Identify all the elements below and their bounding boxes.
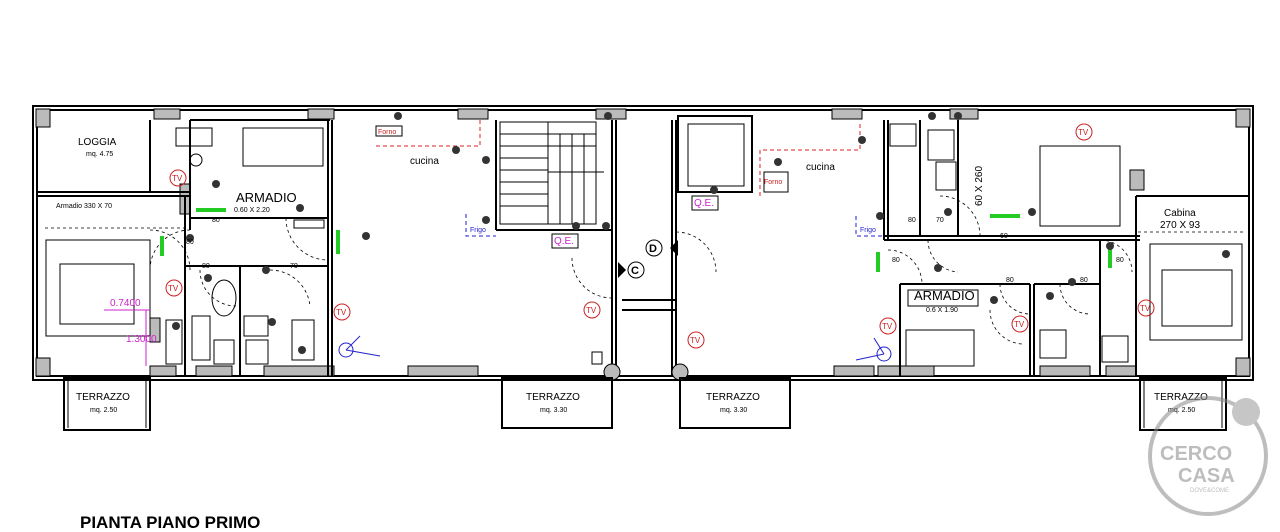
terrace-1-name: TERRAZZO [76,392,130,403]
tv-label-7: TV [1014,320,1025,329]
watermark-logo: CERCO CASA DOVE&COME [1148,396,1268,516]
qe-right: Q.E. [694,198,714,209]
outer-walls [32,105,1254,381]
ceiling-lights [338,335,892,362]
door-width-a: 80 [212,217,220,224]
dimension-0740: 0.7400 [110,298,141,309]
terrace-1-area: mq. 2.50 [90,407,117,414]
door-width-d: 80 [202,263,210,270]
door-swings [149,195,1133,345]
door-width-f: 80 [908,217,916,224]
armadio-left-label: Armadio 330 X 70 [56,203,112,210]
cabina-name: Cabina [1164,208,1196,219]
entrance-d-label: D [649,243,657,255]
door-width-i: 80 [1006,277,1014,284]
cucina-left-label: cucina [410,156,439,167]
frigo-right: Frigo [860,227,876,234]
door-markers [160,208,1112,272]
entrance-markers: C D [618,239,678,279]
dimension-1300: 1.3000 [126,334,157,345]
furniture [45,123,1243,367]
plan-title: PIANTA PIANO PRIMO [80,513,260,532]
door-width-c: 70 [290,263,298,270]
loggia-area: mq. 4.75 [86,151,113,158]
door-width-g: 60 [1000,233,1008,240]
watermark-line1: CERCO [1160,443,1232,465]
armadio-right-name: ARMADIO [914,288,975,303]
door-width-j: 80 [1080,277,1088,284]
tv-label-1: TV [172,174,183,183]
tv-symbols: TV TV TV TV TV TV TV TV TV [165,123,1155,349]
wardrobe-markers [293,125,979,365]
door-width-e: 70 [936,217,944,224]
cabina-dims: 270 X 93 [1160,220,1200,231]
kitchen-fixtures [376,120,884,237]
door-width-k: 80 [1116,257,1124,264]
columns [35,108,1251,377]
tv-label-8: TV [1078,128,1089,137]
watermark-line2: CASA [1178,465,1235,487]
armadio-mid-name: ARMADIO [236,190,297,205]
terrace-2-name: TERRAZZO [526,392,580,403]
door-width-b: 80 [186,239,194,246]
vertical-dims-label: 60 X 260 [974,166,985,206]
forno-left: Forno [378,129,396,136]
terrace-4-area: mq. 2.50 [1168,407,1195,414]
wall-junctions [603,363,689,381]
staircase [499,121,604,225]
electrical-points [172,112,1230,354]
dimension-lines [104,309,150,366]
watermark-tagline: DOVE&COME [1190,488,1229,494]
terrace-4-name: TERRAZZO [1154,392,1208,403]
entrance-c-label: C [631,265,639,277]
loggia-name: LOGGIA [78,137,117,148]
tv-label-9: TV [1140,304,1151,313]
tv-label-6: TV [882,322,893,331]
tv-label-4: TV [586,306,597,315]
armadio-mid-dims: 0.60 X 2.20 [234,207,270,214]
tv-label-2: TV [168,284,179,293]
cucina-right-label: cucina [806,162,835,173]
terrace-2-area: mq. 3.30 [540,407,567,414]
qe-left: Q.E. [554,236,574,247]
interior-walls [37,115,1249,376]
armadio-right-dims: 0.6 X 1.90 [926,307,958,314]
terraces [63,377,1227,431]
terrace-3-name: TERRAZZO [706,392,760,403]
terrace-3-area: mq. 3.30 [720,407,747,414]
frigo-left: Frigo [470,227,486,234]
tv-label-3: TV [336,308,347,317]
door-width-h: 80 [892,257,900,264]
tv-label-5: TV [690,336,701,345]
forno-right: Forno [764,179,782,186]
